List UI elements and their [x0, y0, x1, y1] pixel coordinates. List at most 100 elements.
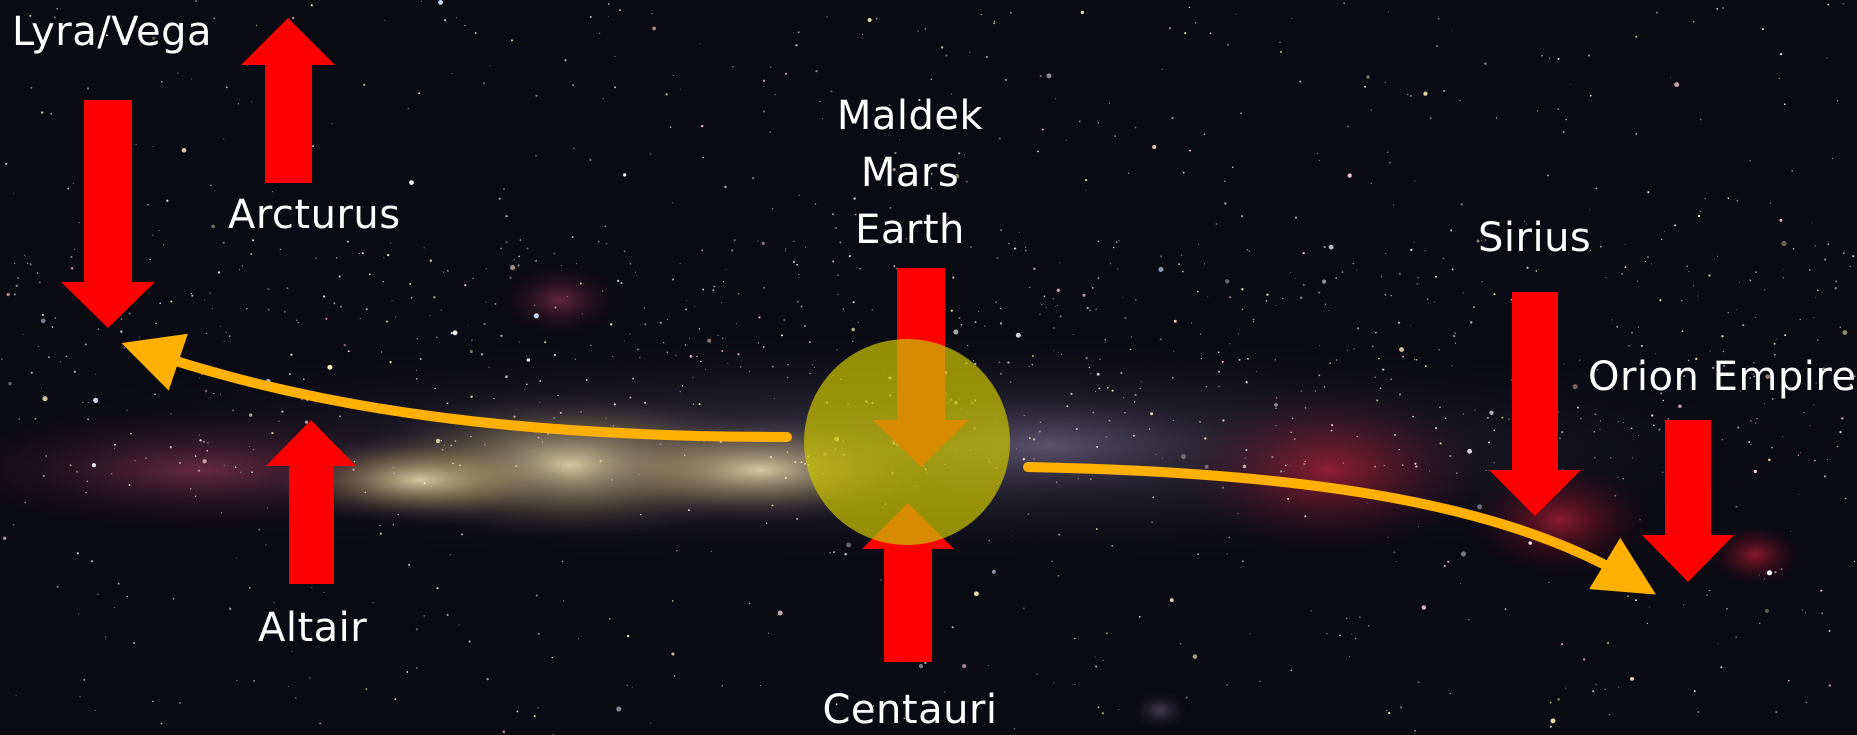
star [721, 337, 724, 340]
star [809, 372, 811, 375]
star [968, 110, 971, 113]
star [30, 371, 33, 374]
star [1630, 331, 1634, 334]
star [783, 319, 786, 321]
star [464, 24, 466, 27]
star [888, 104, 891, 106]
star [1634, 599, 1638, 602]
star [721, 350, 724, 352]
star [1179, 643, 1182, 645]
star [1397, 321, 1401, 324]
star [772, 208, 774, 210]
star [918, 664, 924, 669]
star [1290, 272, 1292, 274]
star [471, 339, 473, 342]
star [1065, 139, 1067, 141]
star [1082, 293, 1086, 297]
star [251, 239, 255, 242]
star [1557, 57, 1560, 60]
star [1108, 419, 1111, 422]
star [672, 278, 674, 281]
arrow-orion-down-icon [1642, 420, 1734, 582]
star [798, 194, 800, 196]
star [1835, 280, 1838, 283]
star [1189, 149, 1191, 152]
star [773, 398, 775, 399]
star [449, 554, 451, 556]
arrow-sirius-down-icon [1489, 292, 1581, 516]
star [623, 173, 627, 177]
star [213, 392, 215, 395]
star [1366, 502, 1368, 504]
star [1639, 363, 1642, 366]
star [1148, 428, 1151, 430]
star [1007, 361, 1010, 364]
star [620, 282, 623, 285]
star [1041, 128, 1044, 131]
star [905, 237, 908, 240]
star [1104, 338, 1106, 341]
star [1168, 26, 1172, 30]
star [460, 533, 464, 536]
star [1204, 263, 1206, 265]
star [1655, 11, 1658, 14]
star [1059, 315, 1062, 318]
star [993, 20, 996, 22]
label-altair: Altair [258, 605, 368, 651]
star [1383, 465, 1385, 467]
star [561, 264, 563, 266]
star [210, 184, 212, 187]
star [733, 239, 736, 242]
star [739, 366, 742, 368]
star [533, 715, 536, 718]
star [1388, 711, 1391, 715]
star [339, 415, 341, 418]
star [273, 601, 275, 604]
star [604, 225, 607, 228]
star [251, 471, 254, 474]
star [1852, 255, 1855, 258]
star [616, 706, 622, 712]
star [1052, 298, 1054, 300]
star [713, 285, 715, 288]
star [1099, 358, 1101, 361]
arrow-lyra-down-icon [61, 100, 155, 328]
star [1753, 362, 1755, 364]
star [1557, 108, 1560, 111]
star [416, 338, 418, 340]
star [1815, 297, 1817, 299]
star [1693, 690, 1696, 693]
star [134, 459, 136, 462]
star [213, 17, 216, 20]
star [1550, 718, 1556, 724]
star [894, 151, 897, 155]
star [1304, 460, 1306, 463]
star [359, 318, 361, 320]
star [1421, 605, 1427, 610]
star [1152, 144, 1157, 150]
star [853, 197, 856, 200]
star [917, 30, 919, 33]
star [1771, 398, 1774, 400]
star [1704, 198, 1706, 200]
star [97, 593, 99, 595]
star [409, 180, 414, 185]
star [796, 517, 799, 521]
star [1347, 173, 1352, 178]
star [335, 257, 338, 259]
star [40, 111, 44, 114]
star [468, 640, 471, 643]
star [1758, 574, 1760, 576]
star [1510, 298, 1513, 301]
star [673, 75, 675, 76]
star [765, 522, 768, 525]
star [42, 474, 45, 477]
star [1004, 78, 1007, 81]
star [769, 66, 772, 69]
star [710, 550, 712, 552]
star [236, 557, 237, 559]
star [1215, 223, 1218, 225]
star [34, 417, 37, 420]
star [322, 295, 326, 298]
star [966, 180, 968, 183]
